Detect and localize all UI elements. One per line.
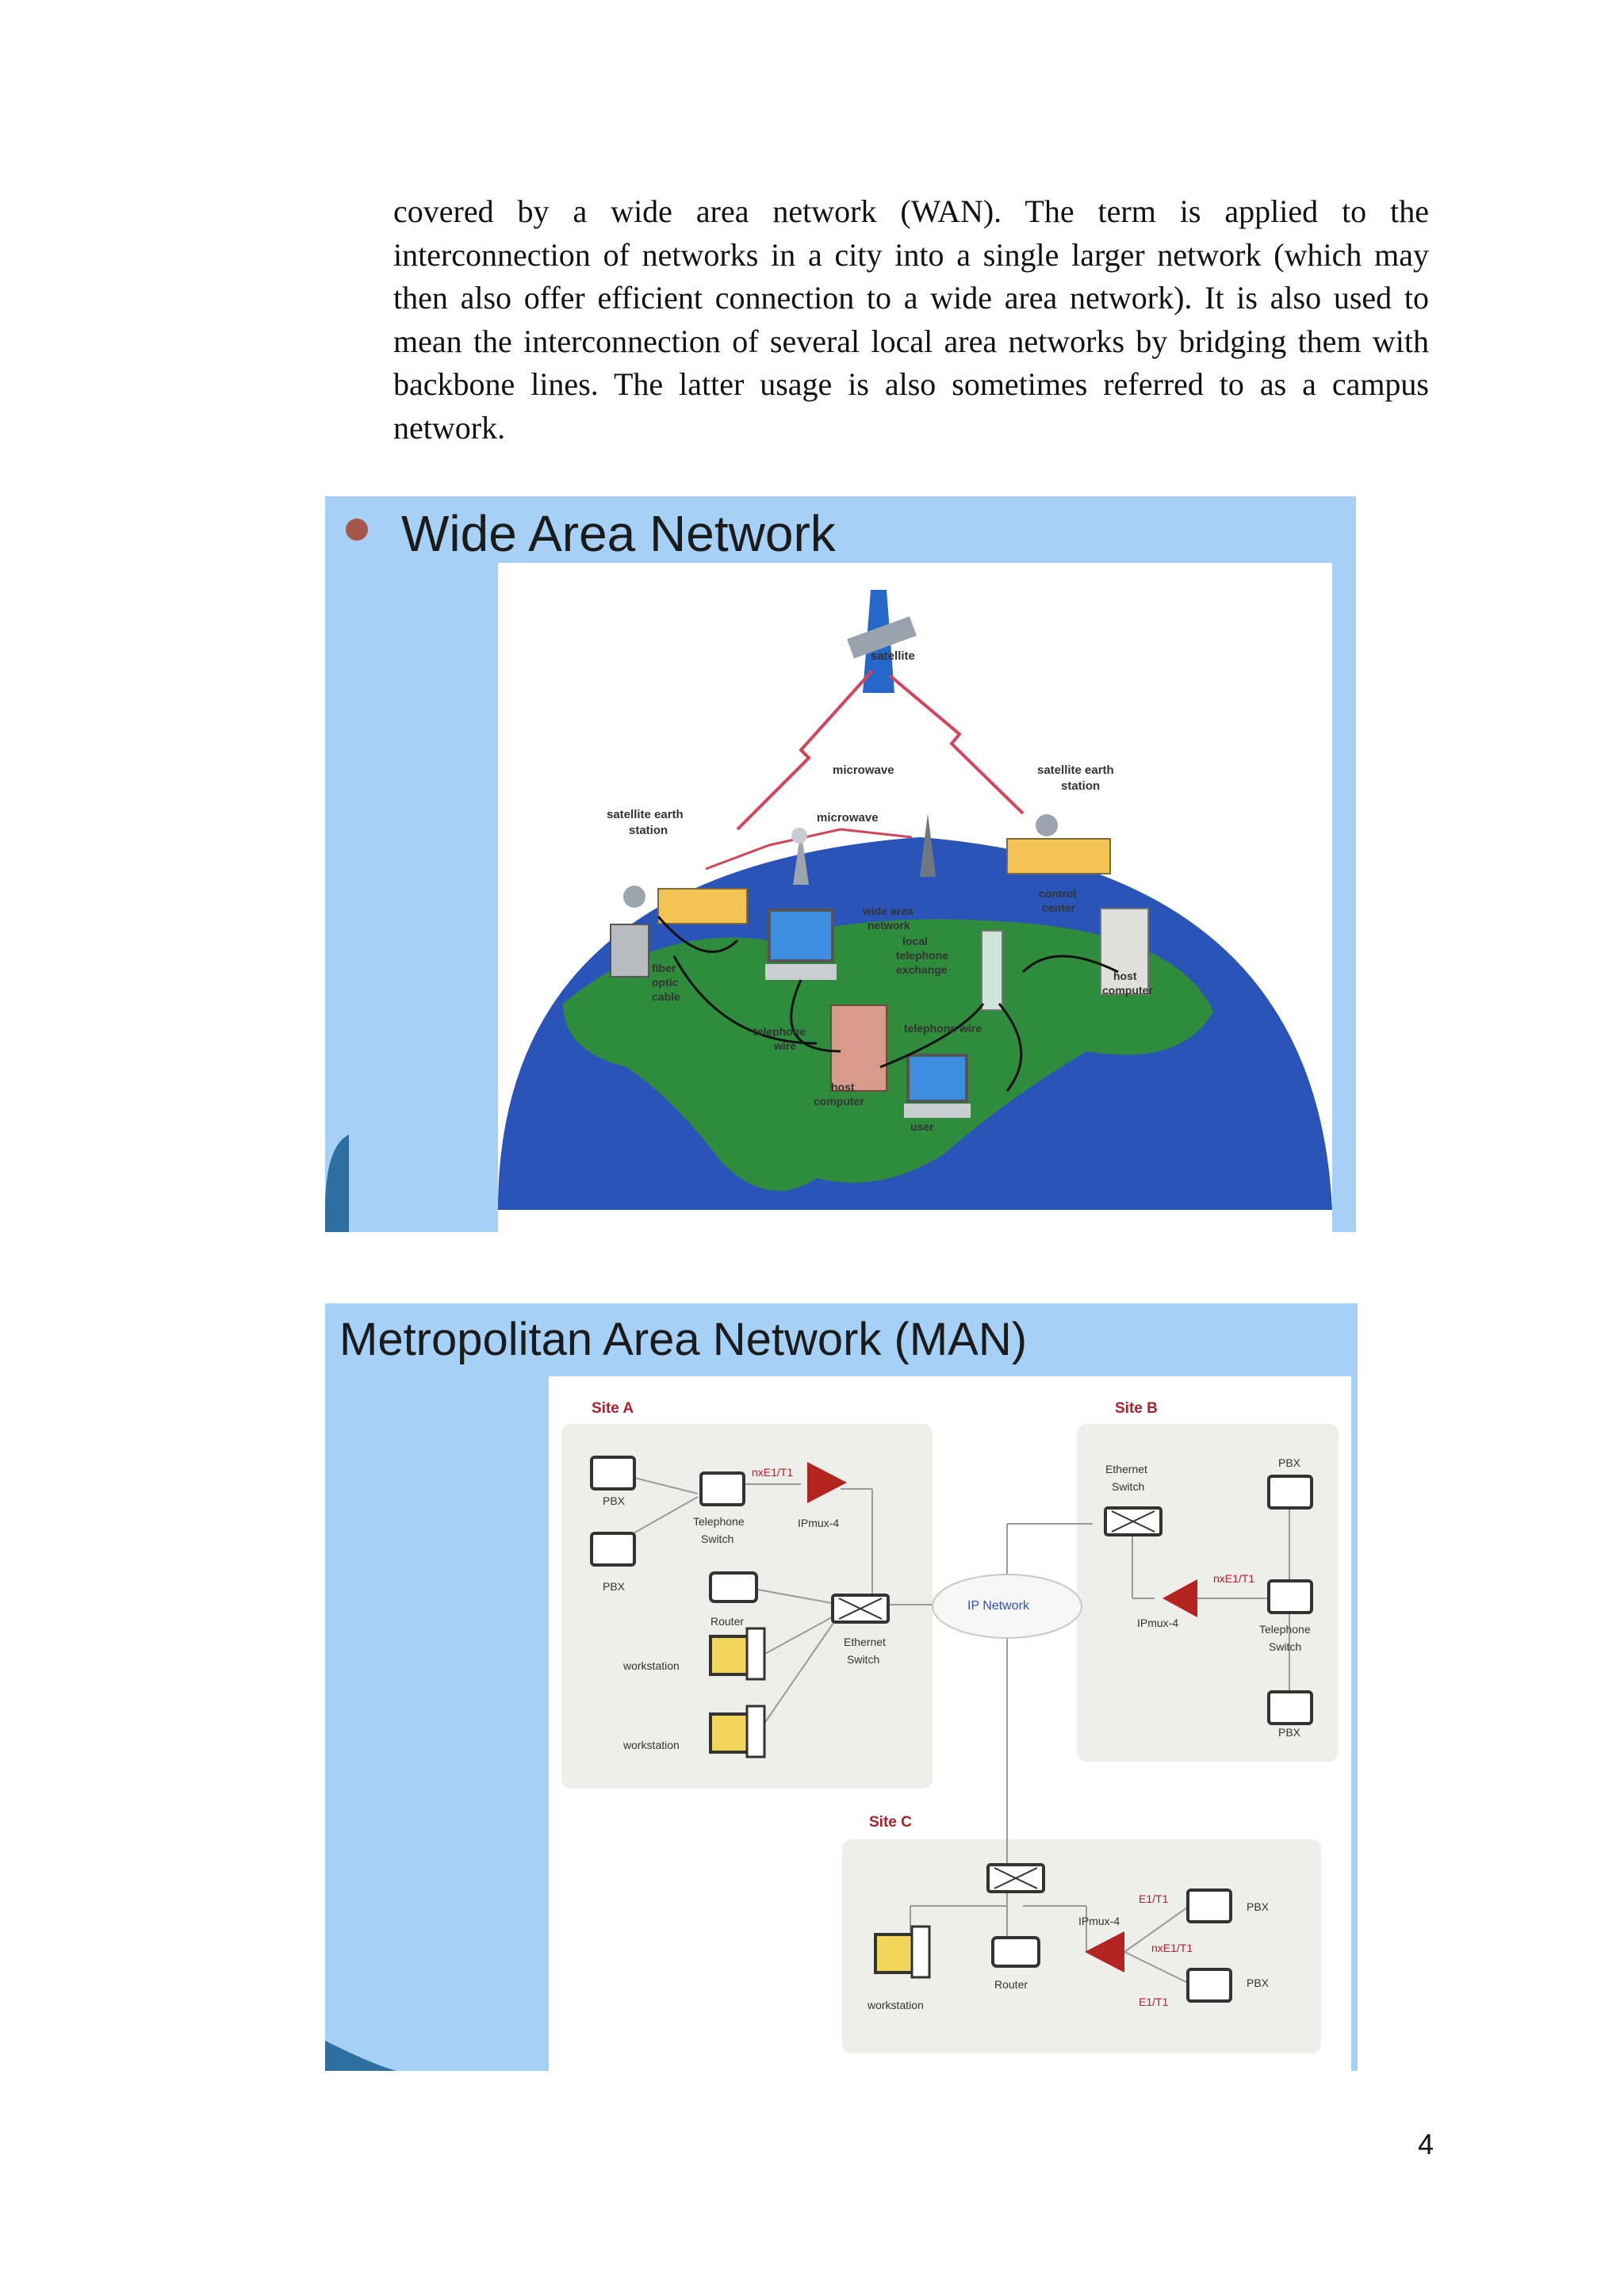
label-e1t1: E1/T1 [1139,1892,1169,1905]
label-nxe1t1: nxE1/T1 [1213,1572,1254,1585]
label-pbx: PBX [1247,1976,1270,1989]
site-c-title: Site C [869,1814,912,1831]
wan-diagram: satellite microwave microwave satellite … [325,563,1332,1232]
label-exchange: local [902,935,928,947]
site-a-title: Site A [592,1400,634,1417]
switch-cross-icon [838,1510,1155,1889]
label-control-center: center [1042,901,1076,914]
label-telephone-switch: Switch [1269,1640,1301,1653]
man-slide-title: Metropolitan Area Network (MAN) [339,1314,1028,1365]
microwave-link [736,669,874,831]
ipmux-icon [807,1462,1197,1973]
label-earth-station: satellite earth [607,808,684,821]
page-number: 4 [1417,2128,1434,2160]
label-user: user [910,1120,934,1133]
globe-land [563,919,1213,1191]
label-host: host [1113,970,1137,982]
label-host: host [831,1081,855,1093]
label-ethernet-switch: Ethernet [844,1636,886,1648]
label-ethernet-switch: Ethernet [1105,1463,1147,1475]
label-workstation: workstation [622,1739,680,1751]
site-b-title: Site B [1115,1400,1158,1417]
label-nxe1t1: nxE1/T1 [752,1466,793,1479]
computer-icon [765,909,971,1118]
label-pbx: PBX [603,1580,626,1593]
label-control-center: control [1039,887,1076,900]
label-earth-station: satellite earth [1037,763,1114,777]
host-computer-icon [610,908,1149,1092]
label-wan: wide area [862,905,914,917]
man-slide-image: Metropolitan Area Network (MAN) [325,1303,1358,2071]
label-pbx: PBX [603,1494,626,1507]
label-ethernet-switch: Switch [1112,1480,1144,1493]
label-ipmux: IPmux-4 [1078,1915,1120,1927]
label-exchange: telephone [896,949,948,962]
label-e1t1: E1/T1 [1139,1996,1169,2008]
label-satellite: satellite [871,649,915,663]
label-earth-station: station [629,824,668,837]
microwave-tower-icon [791,813,936,885]
label-microwave: microwave [833,763,894,777]
label-telephone-wire: wire [773,1039,796,1052]
label-fiber: optic [652,976,679,989]
pbx-icon [590,1456,1313,2003]
label-router: Router [710,1615,744,1628]
label-exchange: exchange [896,963,948,976]
body-paragraph: covered by a wide area network (WAN). Th… [393,193,1429,446]
label-ethernet-switch: Switch [847,1653,879,1666]
wan-slide-title: Wide Area Network [401,505,836,562]
label-pbx: PBX [1278,1726,1301,1739]
label-telephone-switch: Telephone [693,1515,745,1528]
label-telephone-switch: Switch [701,1533,733,1545]
label-ip-network: IP Network [967,1599,1030,1613]
label-fiber: fiber [652,962,676,974]
label-fiber: cable [652,990,680,1003]
telephone-switch-icon [699,1471,1313,1614]
satellite-icon [847,590,917,693]
label-host: computer [814,1095,864,1108]
label-telephone-wire: telephone wire [904,1022,982,1035]
bullet-icon [346,519,368,541]
label-nxe1t1: nxE1/T1 [1151,1942,1193,1954]
man-diagram: Site A PBX PBX Telephone Switch nxE1/T1 … [325,1376,1351,2071]
workstation-icon [709,1627,931,1979]
label-workstation: workstation [622,1659,680,1672]
label-workstation: workstation [867,1999,924,2011]
label-ipmux: IPmux-4 [798,1517,839,1529]
telephone-wire [657,916,1119,1092]
label-ipmux: IPmux-4 [1137,1617,1178,1629]
label-telephone-wire: telephone [753,1025,806,1038]
wan-slide-image: Wide Area Network [325,496,1356,1232]
label-pbx: PBX [1278,1456,1301,1469]
microwave-link [888,674,1025,815]
label-telephone-switch: Telephone [1259,1623,1311,1636]
label-router: Router [994,1978,1028,1991]
label-microwave: microwave [817,811,879,825]
label-earth-station: station [1061,779,1100,793]
label-pbx: PBX [1247,1900,1270,1913]
router-icon [709,1571,1040,1968]
label-wan: network [868,919,910,932]
ip-network-cloud [932,1574,1082,1639]
site-a-panel [561,1424,933,1789]
earth-station-icon [623,814,1111,924]
label-host: computer [1102,984,1153,997]
